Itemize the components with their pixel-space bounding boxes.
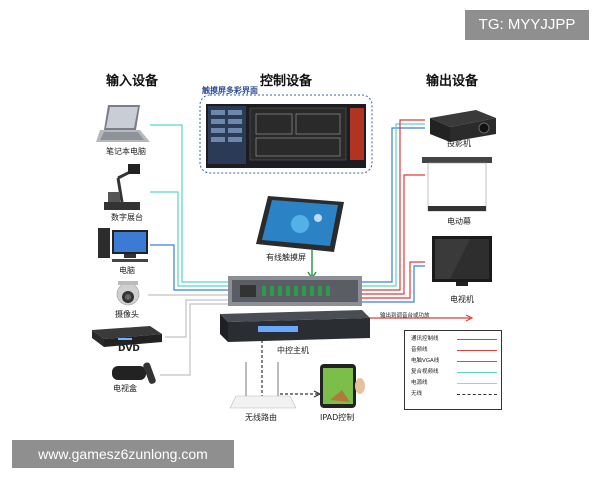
line-host-screen	[360, 174, 425, 295]
watermark-bottom: www.gamesz6zunlong.com	[12, 440, 234, 468]
touch-panel-screenshot	[206, 104, 366, 168]
projector-icon	[430, 110, 496, 142]
line-tvbox-host	[160, 303, 232, 376]
legend-label-vga: 电脑VGA线	[411, 358, 440, 364]
laptop-icon	[96, 105, 150, 142]
legend-label-composite: 复合视频线	[411, 369, 439, 375]
touch-panel-box	[199, 94, 373, 174]
input-label-doccam: 数字展台	[111, 213, 143, 222]
ipad-icon	[320, 364, 365, 408]
input-label-laptop: 笔记本电脑	[106, 147, 146, 156]
line-host-tv-2	[360, 265, 425, 303]
label-router: 无线路由	[245, 413, 277, 422]
touch-screen-icon	[256, 196, 344, 252]
tv-box-icon	[112, 362, 156, 384]
watermark-top: TG: MYYJJPP	[465, 10, 589, 40]
legend-swatch-audio	[457, 350, 497, 351]
projection-screen-icon	[422, 157, 492, 212]
output-label-tv: 电视机	[450, 295, 474, 304]
input-label-tvbox: 电视盒	[113, 384, 137, 393]
legend-swatch-wireless	[457, 394, 497, 395]
label-ipad: IPAD控制	[320, 413, 355, 422]
output-devices-header: 输出设备	[426, 74, 479, 89]
legend-swatch-power	[457, 383, 497, 384]
line-dvd-host	[165, 299, 232, 338]
legend-label-comm: 通讯控制线	[411, 336, 439, 342]
line-pc-host	[150, 244, 232, 291]
input-label-camera: 摄像头	[115, 310, 139, 319]
line-host-tv	[360, 261, 425, 299]
legend-swatch-composite	[457, 372, 497, 373]
connection-lines	[148, 119, 474, 398]
line-laptop-host	[150, 124, 232, 283]
line-legend: 通讯控制线 音频线 电脑VGA线 复合视频线 电源线 无线	[404, 330, 502, 410]
desktop-pc-icon	[98, 228, 148, 262]
line-host-projector-2	[360, 123, 425, 287]
input-label-pc: 电脑	[119, 266, 135, 275]
security-camera-icon	[116, 281, 140, 306]
output-label-projector: 投影机	[447, 139, 471, 148]
legend-label-power: 电源线	[411, 380, 428, 386]
audio-output-note: 输出到调音台或功放	[380, 313, 430, 319]
legend-swatch-vga	[457, 361, 497, 362]
legend-swatch-comm	[457, 339, 497, 340]
wireless-router-icon	[229, 362, 297, 409]
line-host-projector-3	[360, 119, 425, 291]
label-control-host: 中控主机	[277, 346, 309, 355]
document-camera-icon	[104, 164, 140, 210]
line-doccam-host	[150, 191, 232, 287]
dvd-player-icon	[92, 326, 162, 347]
arrow-audio	[465, 314, 474, 322]
input-label-dvd: DVD	[118, 344, 140, 354]
control-devices-header: 控制设备	[260, 74, 313, 89]
label-touch-screen: 有线触摸屏	[266, 253, 306, 262]
touch-panel-title: 触摸屏多彩界面	[202, 86, 258, 95]
legend-label-audio: 音频线	[411, 347, 428, 353]
output-label-screen: 电动幕	[447, 217, 471, 226]
television-icon	[432, 236, 492, 286]
line-host-projector	[360, 127, 425, 283]
legend-label-wireless: 无线	[411, 391, 423, 397]
control-host-icon	[220, 276, 370, 342]
input-devices-header: 输入设备	[106, 74, 159, 89]
